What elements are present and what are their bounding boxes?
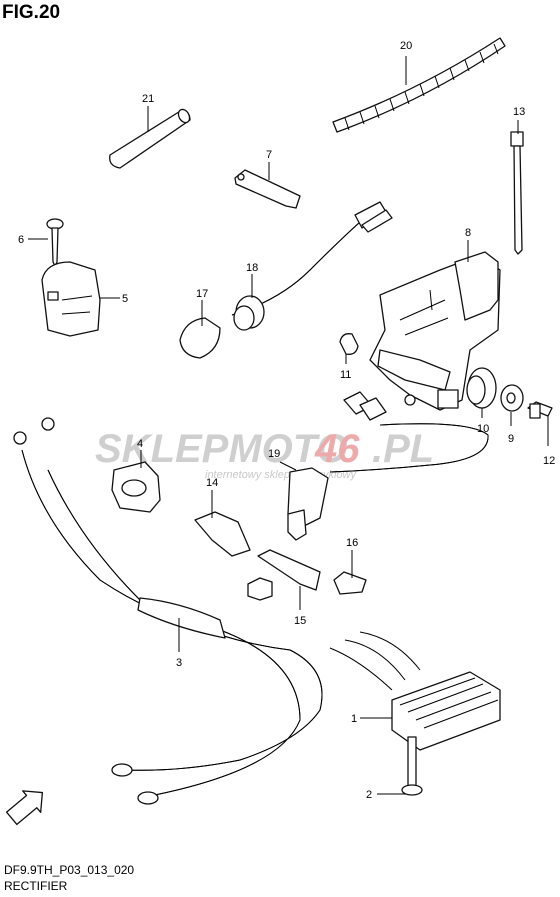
callout-3: 3 [176, 657, 182, 669]
callout-17: 17 [196, 288, 208, 300]
callout-20: 20 [400, 40, 412, 52]
callout-18: 18 [246, 262, 258, 274]
part-8-bracket [369, 251, 501, 411]
part-14-clip [194, 511, 251, 557]
callout-19: 19 [268, 448, 280, 460]
callout-21: 21 [142, 93, 154, 105]
figure-name: RECTIFIER [4, 879, 68, 893]
callout-7: 7 [266, 149, 272, 161]
part-16-bolt [333, 571, 367, 595]
part-1-rectifier [329, 631, 501, 751]
callout-9: 9 [508, 433, 514, 445]
callout-2: 2 [366, 789, 372, 801]
watermark-text-b: 46 [314, 427, 360, 471]
part-2-bolt [401, 736, 423, 796]
part-21-tube [109, 108, 191, 169]
part-6-screw [46, 218, 64, 267]
callout-8: 8 [465, 227, 471, 239]
watermark-tagline: internetowy sklep motocyklowy [205, 469, 358, 481]
callout-1: 1 [351, 713, 357, 725]
part-10-grommet [466, 367, 497, 409]
part-13-cable-tie [510, 131, 524, 255]
part-5-clamp [41, 261, 101, 337]
callout-10: 10 [477, 423, 489, 435]
part-7-clip [234, 169, 301, 209]
watermark-text-a: SKLEPMOTO [95, 427, 348, 471]
callout-12: 12 [543, 455, 555, 467]
callout-11: 11 [340, 369, 351, 381]
fwd-badge: FWD [5, 790, 44, 826]
part-15-plate [247, 549, 321, 601]
part-11-cap [339, 333, 359, 355]
part-17-18-lamp-harness [179, 201, 393, 359]
part-9-washer [500, 384, 524, 412]
callout-4: 4 [137, 438, 143, 450]
figure-title: FIG.20 [2, 2, 61, 23]
callout-6: 6 [18, 234, 24, 246]
callout-14: 14 [206, 477, 218, 489]
part-3-harness [13, 417, 323, 805]
callout-numbers: 20 21 13 7 6 8 18 17 5 11 10 9 12 4 19 1… [18, 40, 555, 801]
part-12-bolt [527, 401, 553, 419]
part-20-spiral-wrap [332, 37, 506, 133]
part-4-grommet [111, 461, 161, 513]
figure-code: DF9.9TH_P03_013_020 [4, 863, 135, 877]
watermark-text-c: .PL [372, 427, 434, 471]
part-19-switch [287, 391, 489, 541]
callout-16: 16 [346, 537, 358, 549]
callout-13: 13 [513, 106, 525, 118]
callout-15: 15 [294, 615, 306, 627]
callout-5: 5 [122, 293, 128, 305]
leader-lines [28, 56, 549, 795]
